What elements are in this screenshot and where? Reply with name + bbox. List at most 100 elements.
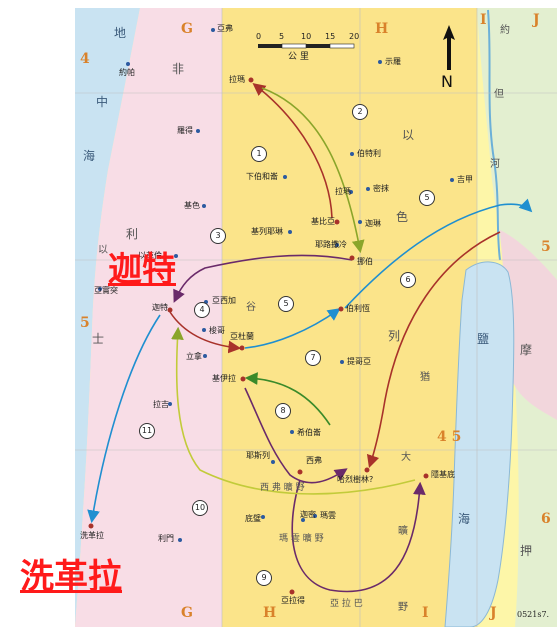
region-jordan-2: 但 bbox=[494, 89, 504, 100]
grid-number-6-right: 6 bbox=[541, 511, 551, 527]
sea-label-2: 中 bbox=[96, 95, 109, 109]
route-8-line bbox=[244, 387, 348, 484]
scale-tick-5: 5 bbox=[279, 32, 285, 41]
place-ramah: 拉瑪 bbox=[335, 187, 351, 196]
region-israel-1: 以 bbox=[402, 128, 415, 142]
region-jordan-3: 河 bbox=[490, 159, 500, 170]
place-lower-beth-horon: 下伯和崙 bbox=[246, 172, 278, 181]
place-gilgal: 吉甲 bbox=[457, 175, 473, 184]
grid-number-5-right: 5 bbox=[541, 239, 551, 255]
grid-letter-j-bottom: J bbox=[490, 605, 497, 621]
place-rimmon: 利門 bbox=[158, 534, 174, 543]
region-philistia-3: 士 bbox=[92, 332, 105, 346]
route-marker-5a: 5 bbox=[278, 296, 294, 312]
place-keilah: 基伊拉 bbox=[212, 374, 236, 383]
north-arrow-icon bbox=[443, 25, 455, 70]
place-debir: 底璧 bbox=[245, 514, 261, 523]
scale-tick-20: 20 bbox=[349, 32, 360, 41]
route-marker-11: 11 bbox=[139, 423, 155, 439]
region-israel-small: 以 bbox=[98, 245, 108, 256]
place-gibeah: 基比亞 bbox=[311, 217, 335, 226]
route-marker-4: 4 bbox=[194, 302, 210, 318]
region-arabah: 亞 拉 巴 bbox=[330, 599, 363, 609]
route-marker-2: 2 bbox=[352, 104, 368, 120]
north-label: N bbox=[441, 72, 453, 91]
mediterranean-sea bbox=[75, 8, 140, 627]
scale-tick-0: 0 bbox=[256, 32, 262, 41]
region-israel-2: 色 bbox=[396, 210, 409, 224]
place-ramah-north: 拉瑪 bbox=[229, 75, 245, 84]
place-libnah: 立拿 bbox=[186, 352, 202, 361]
grid-letter-j-top: J bbox=[533, 12, 540, 28]
grid-letter-g-top: G bbox=[181, 21, 193, 37]
map-code: 0521s7. bbox=[517, 610, 550, 619]
region-moab: 摩 bbox=[520, 343, 533, 357]
israel-region bbox=[222, 8, 477, 627]
route-marker-8: 8 bbox=[275, 403, 291, 419]
place-dots bbox=[88, 28, 454, 595]
place-nob: 挪伯 bbox=[357, 257, 373, 266]
ziklag-highlight-label: 洗革拉 bbox=[20, 557, 122, 597]
route-2-line bbox=[261, 87, 365, 254]
route-marker-7: 7 bbox=[305, 350, 321, 366]
place-hebron: 希伯崙 bbox=[297, 428, 321, 437]
route-5b-line bbox=[344, 198, 533, 309]
place-ziklag: 洗革拉 bbox=[80, 531, 104, 540]
place-horesh: 哈烈樹林? bbox=[337, 475, 374, 484]
place-en-gedi: 隱基底 bbox=[431, 470, 455, 479]
dead-sea bbox=[444, 261, 515, 627]
place-michmash: 密抹 bbox=[373, 184, 389, 193]
place-ekron: 以革倫 bbox=[138, 251, 162, 260]
place-socoh: 梭哥 bbox=[209, 326, 225, 335]
place-lod: 羅得 bbox=[177, 126, 193, 135]
route-3-line bbox=[173, 254, 353, 303]
region-valley: 谷 bbox=[246, 302, 256, 313]
grid-letter-i-bottom: I bbox=[422, 605, 429, 621]
place-lachish: 拉吉 bbox=[153, 400, 169, 409]
scale-bar bbox=[258, 43, 355, 49]
route-marker-10: 10 bbox=[192, 500, 208, 516]
region-philistia-2: 利 bbox=[126, 227, 139, 241]
place-gezer: 基色 bbox=[184, 201, 200, 210]
place-adullam: 亞杜蘭 bbox=[230, 332, 254, 341]
gath-highlight-label: 迦特 bbox=[108, 250, 176, 290]
grid-letter-h-top: H bbox=[375, 21, 389, 37]
dead-sea-label-1: 鹽 bbox=[477, 332, 490, 346]
place-gallim: 迦琳 bbox=[365, 219, 381, 228]
grid-number-4-left: 4 bbox=[80, 51, 90, 67]
sea-label-1: 地 bbox=[114, 26, 127, 40]
grid-letter-g-bottom: G bbox=[181, 605, 193, 621]
scale-tick-15: 15 bbox=[325, 32, 336, 41]
region-wilderness-ziph: 西 弗 曠 野 bbox=[260, 483, 305, 493]
route-10-line bbox=[171, 326, 416, 495]
jordan-river bbox=[487, 9, 501, 261]
region-negev-2: 野 bbox=[398, 602, 408, 613]
region-edom: 押 bbox=[520, 544, 533, 558]
region-israel-3: 列 bbox=[388, 329, 401, 343]
route-marker-6: 6 bbox=[400, 272, 416, 288]
route-marker-9: 9 bbox=[256, 570, 272, 586]
place-joppa: 約帕 bbox=[119, 68, 135, 77]
place-bethel: 伯特利 bbox=[357, 149, 381, 158]
place-azekah: 亞西加 bbox=[212, 296, 236, 305]
place-jezreel: 耶斯列 bbox=[246, 451, 270, 460]
scale-tick-10: 10 bbox=[301, 32, 312, 41]
place-gath: 迦特 bbox=[152, 303, 168, 312]
region-wilderness-maon: 瑪 雲 曠 野 bbox=[279, 534, 324, 544]
place-maon: 瑪雲 bbox=[320, 511, 336, 520]
grid-number-45-center: 4 5 bbox=[437, 429, 462, 445]
place-ziph: 西弗 bbox=[306, 456, 322, 465]
place-ashdod: 亞實突 bbox=[94, 286, 118, 295]
route-marker-3: 3 bbox=[210, 228, 226, 244]
place-shiloh: 示羅 bbox=[385, 57, 401, 66]
region-judah-2: 大 bbox=[401, 452, 411, 463]
place-carmel: 迦密 bbox=[300, 510, 316, 519]
region-negev-1: 曠 bbox=[398, 526, 408, 537]
route-1-line bbox=[252, 83, 333, 219]
sea-label-3: 海 bbox=[83, 149, 96, 163]
route-9-line bbox=[291, 479, 426, 593]
region-philistia-1: 非 bbox=[172, 62, 185, 76]
place-tekoa: 提哥亞 bbox=[347, 357, 371, 366]
route-marker-1: 1 bbox=[251, 146, 267, 162]
